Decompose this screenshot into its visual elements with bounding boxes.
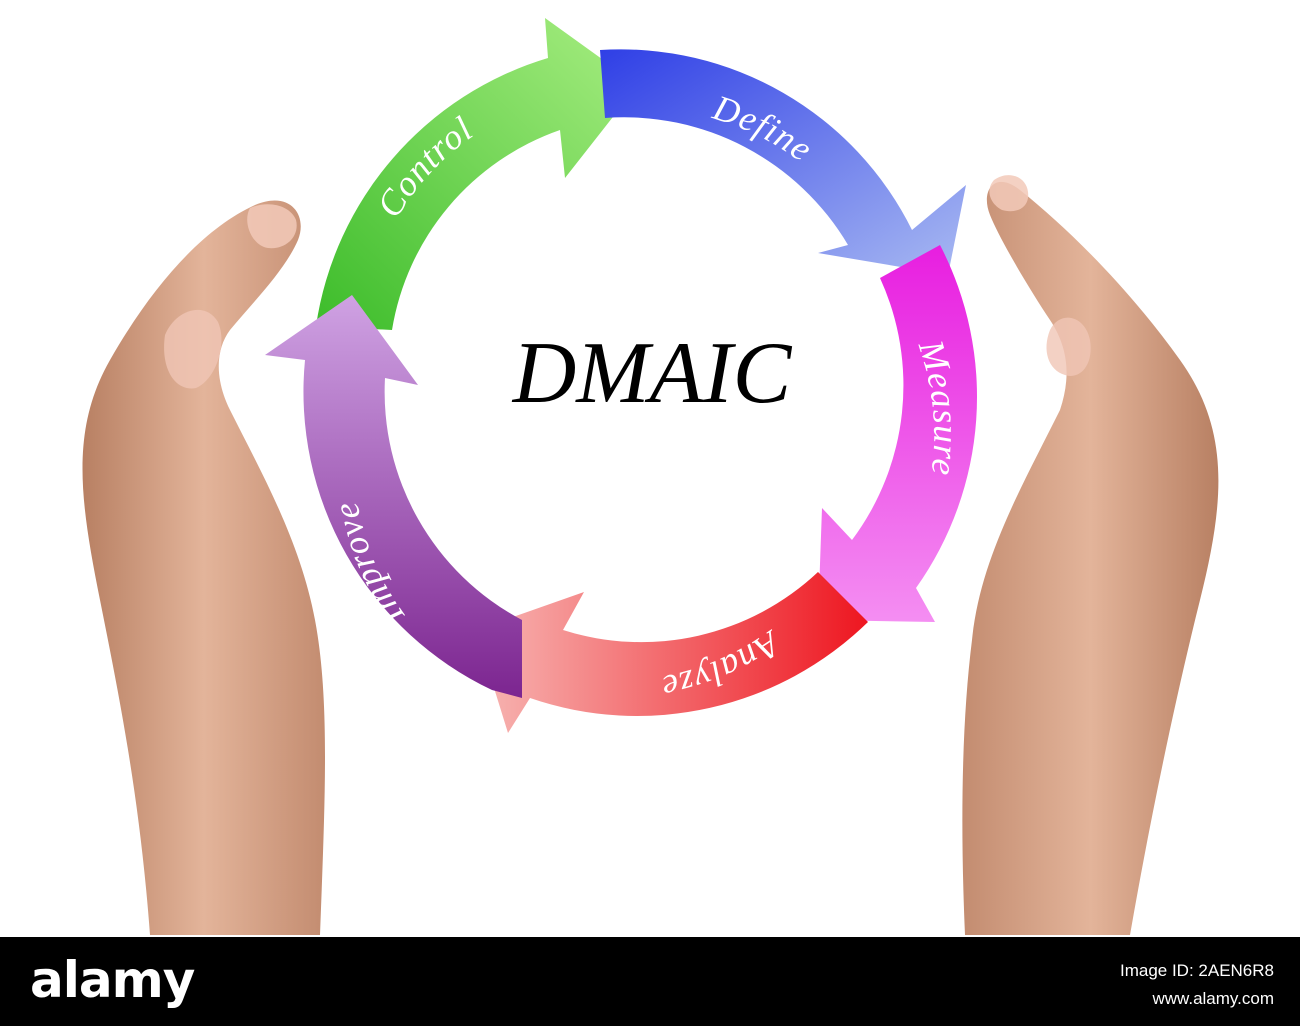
image-id: Image ID: 2AEN6R8 [1119, 961, 1274, 980]
diagram-title: DMAIC [512, 325, 793, 422]
right-hand [962, 175, 1219, 935]
watermark-info: Image ID: 2AEN6R8 www.alamy.com [1120, 957, 1274, 1013]
left-hand [82, 200, 325, 935]
cycle-ring [265, 18, 978, 733]
watermark-bar: alamy Image ID: 2AEN6R8 www.alamy.com [0, 937, 1300, 1026]
control-arrow [316, 18, 638, 330]
analyze-arrow [476, 572, 868, 733]
dmaic-cycle-svg: Define Measure Analyze Improve Control D… [82, 18, 1219, 935]
improve-arrow [265, 295, 522, 698]
site-url: www.alamy.com [1152, 989, 1274, 1008]
measure-arrow [818, 245, 978, 622]
define-arrow [600, 49, 966, 276]
alamy-logo: alamy [30, 951, 195, 1009]
dmaic-illustration: Define Measure Analyze Improve Control D… [82, 18, 1219, 935]
